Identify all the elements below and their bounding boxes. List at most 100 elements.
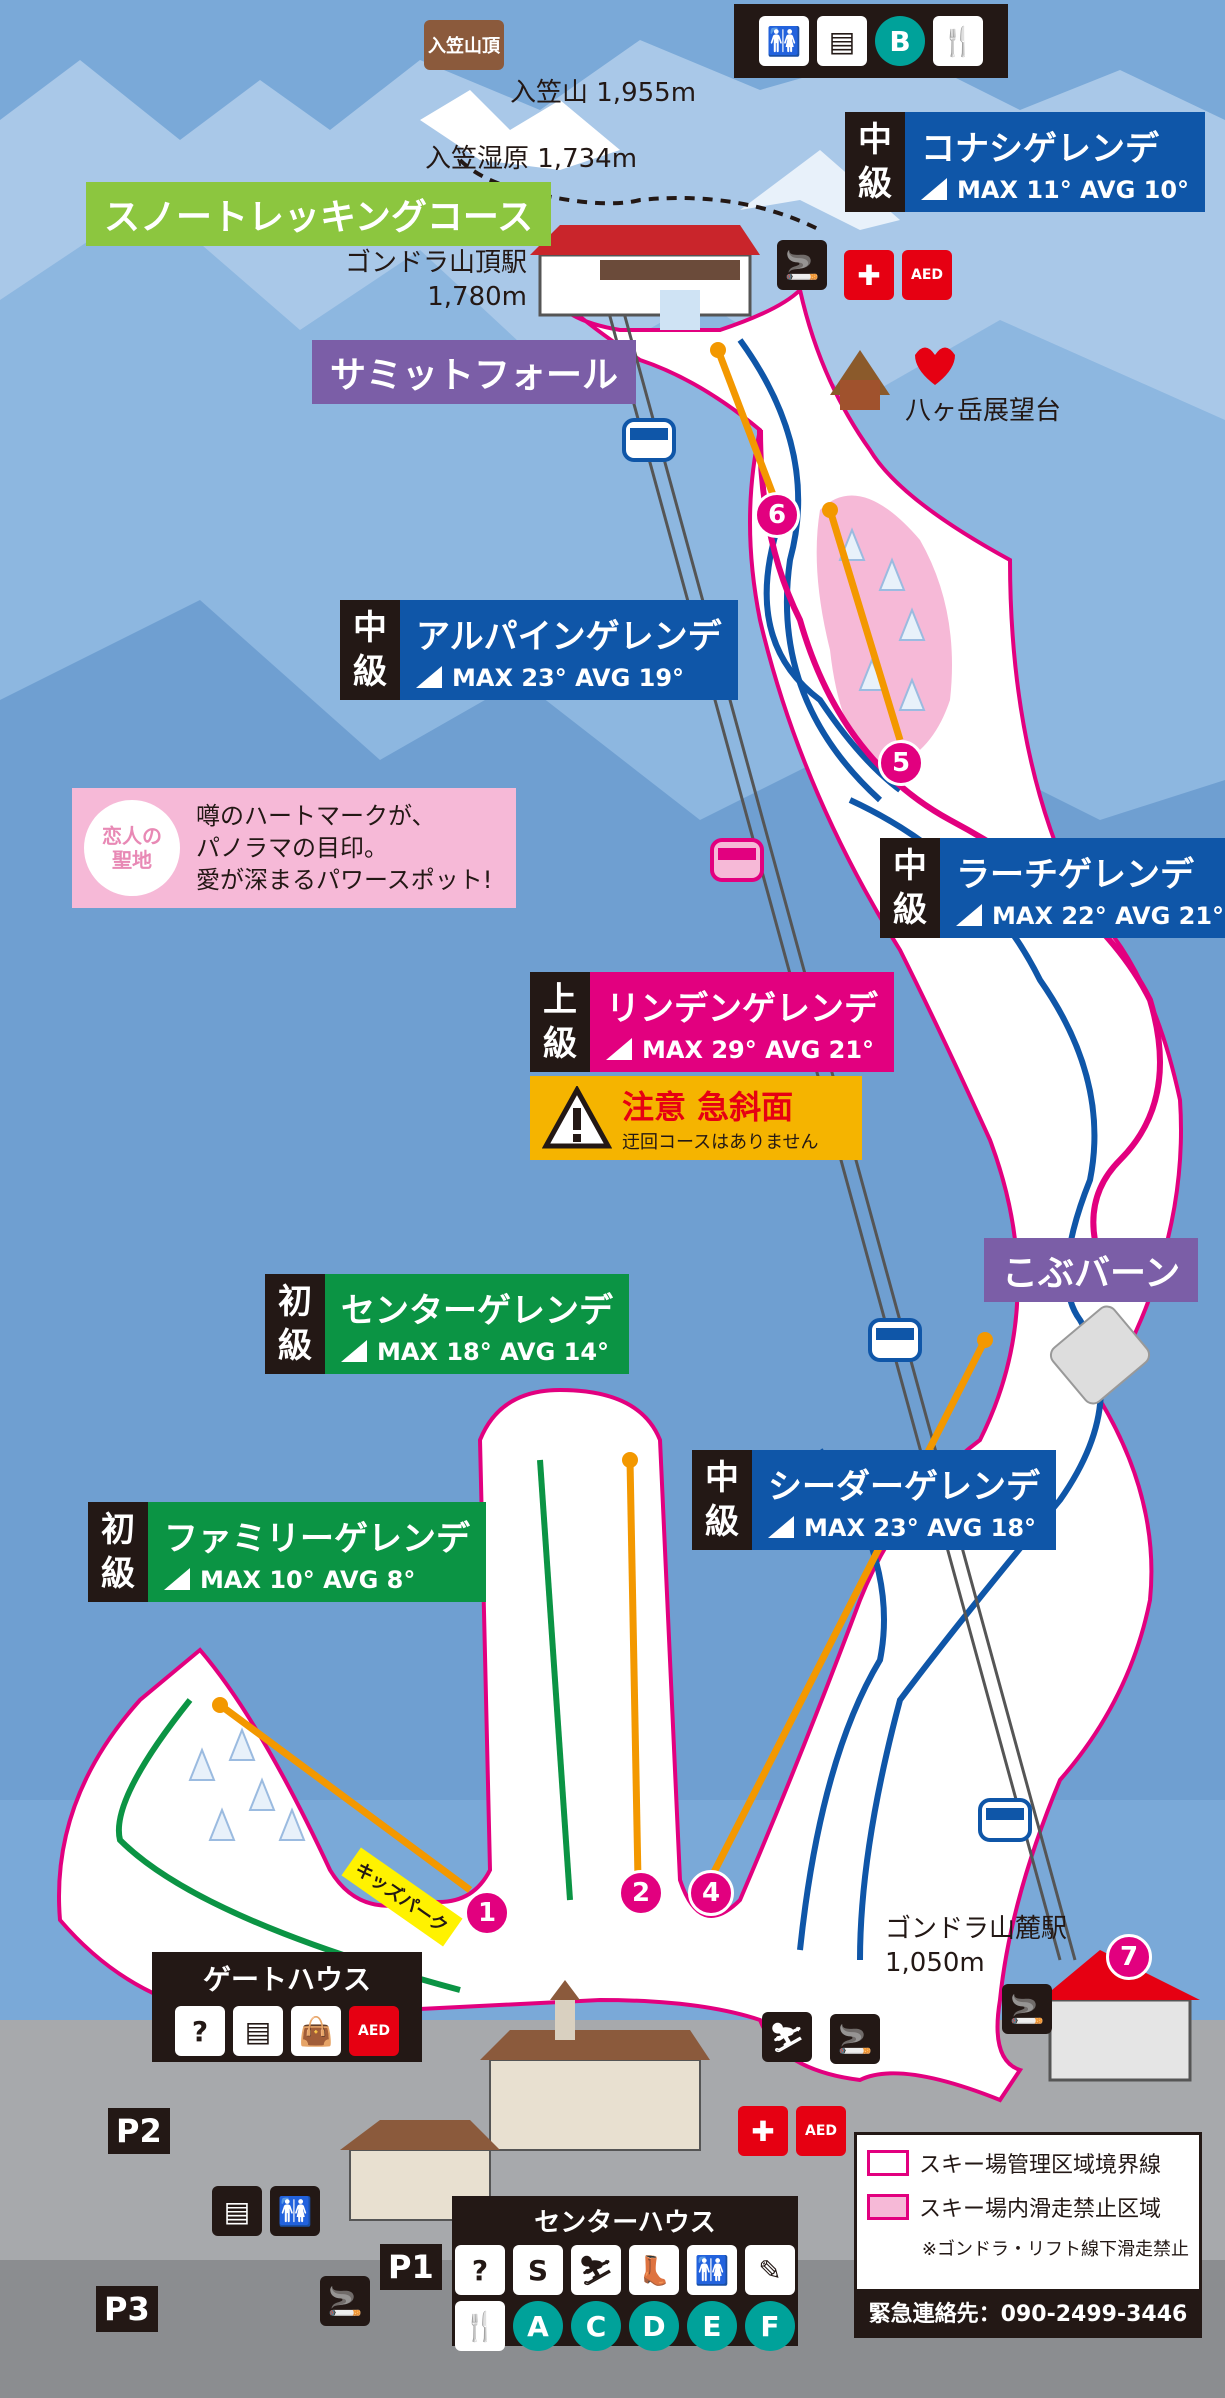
observatory-label: 八ヶ岳展望台 [905,396,1062,426]
legend-note: ※ゴンドラ・リフト線下滑走禁止 [921,2239,1189,2260]
gondola-top-station-name: ゴンドラ山頂駅 [345,248,528,278]
locker-icon: ▤ [817,16,867,66]
smoking-area-icon: 🚬 [777,240,827,290]
boundary-swatch [867,2150,909,2176]
peak-sign: 入笠山頂 [424,20,504,70]
legend-forbidden: スキー場内滑走禁止区域 [919,2197,1162,2222]
summit-fall-label: サミットフォール [312,340,637,404]
lift-number: 5 [878,740,924,786]
course-stats: MAX 10° AVG 8° [164,1566,470,1594]
course-level: 中級 [845,112,905,212]
gondola-top-station [530,225,760,330]
gate-house-title: ゲートハウス [202,1963,371,1996]
shop-c-icon: C [571,2301,621,2351]
shop-e-icon: E [687,2301,737,2351]
restaurant-icon: 🍴 [455,2301,505,2351]
info-icon: ? [175,2006,225,2056]
toilet-icon: 🚻 [687,2245,737,2295]
course-stats: MAX 29° AVG 21° [606,1036,878,1064]
parking-p1: P1 [380,2244,442,2290]
warning-icon [542,1086,612,1149]
bump-burn-label: こぶバーン [984,1238,1199,1302]
locker-icon: ▤ [233,2006,283,2056]
course-alpine: 中級 アルパインゲレンデ MAX 23° AVG 19° [340,600,738,700]
badge-line-1: 恋人の [102,824,162,848]
lift-number: 1 [464,1890,510,1936]
lovers-line-1: 噂のハートマークが、 [196,802,436,830]
trekking-course-label: スノートレッキングコース [86,182,552,246]
center-house-building [480,1980,710,2151]
gate-house-panel: ゲートハウス ? ▤ 👜 AED [152,1952,422,2062]
course-name: アルパインゲレンデ [416,616,722,657]
shop-b-icon: B [875,16,925,66]
boot-icon: 👢 [629,2245,679,2295]
smoking-area-icon: 🚬 [1002,1984,1052,2034]
lift-number: 2 [618,1870,664,1916]
slope-icon [606,1037,632,1060]
mogul-icon [1049,1305,1151,1405]
shop-s-icon: S [513,2245,563,2295]
aed-icon: AED [902,250,952,300]
center-house-title: センターハウス [534,2208,716,2238]
gondola-cabin-icon [622,418,1032,1842]
course-level: 初級 [265,1274,325,1374]
gondola-base-station-elevation: 1,050m [885,1948,985,1978]
course-level: 初級 [88,1502,148,1602]
slope-icon [768,1515,794,1538]
warning-subtitle: 迂回コースはありません [622,1132,819,1153]
lift-number: 7 [1106,1934,1152,1980]
steep-slope-warning: 注意 急斜面 迂回コースはありません [530,1076,862,1160]
restaurant-icon: 🍴 [933,16,983,66]
first-aid-icon: ✚ [844,250,894,300]
ski-school-icon: ⛷ [762,2012,812,2062]
gondola-top-station-elevation: 1,780m [427,282,528,312]
aed-icon: AED [349,2006,399,2056]
skier-icon: ⛷ [571,2245,621,2295]
wetland-elevation-label: 入笠湿原 1,734m [425,144,638,174]
peak-sign-label: 入笠山頂 [428,36,500,57]
smoking-area-icon: 🚬 [830,2014,880,2064]
rental-icon: ✎ [745,2245,795,2295]
slope-icon [341,1339,367,1362]
toilet-icon: 🚻 [759,16,809,66]
shop-d-icon: D [629,2301,679,2351]
course-stats: MAX 23° AVG 19° [416,664,722,692]
course-name: ファミリーゲレンデ [164,1518,470,1559]
slope-icon [416,665,442,688]
shop-f-icon: F [745,2301,795,2351]
course-level: 中級 [692,1450,752,1550]
course-level: 中級 [880,838,940,938]
parking-p2: P2 [108,2108,170,2154]
toilet-icon: 🚻 [270,2186,320,2236]
info-icon: ? [455,2245,505,2295]
forbidden-swatch [867,2194,909,2220]
course-name: ラーチゲレンデ [956,854,1194,895]
slope-icon [921,177,947,200]
course-stats: MAX 22° AVG 21° [956,902,1224,930]
course-name: センターゲレンデ [341,1290,613,1331]
course-name: リンデンゲレンデ [606,988,878,1029]
first-aid-icon: ✚ [738,2106,788,2156]
course-family: 初級 ファミリーゲレンデ MAX 10° AVG 8° [88,1502,486,1602]
course-name: コナシゲレンデ [921,128,1159,169]
gondola-base-station-label: ゴンドラ山麓駅 1,050m [885,1912,1067,1980]
mountain-elevation-label: 入笠山 1,955m [510,78,697,108]
gondola-top-station-label: ゴンドラ山頂駅 1,780m [345,246,527,314]
course-konashi: 中級 コナシゲレンデ MAX 11° AVG 10° [845,112,1206,212]
slope-icon [164,1567,190,1590]
slope-icon [956,903,982,926]
aed-icon: AED [796,2106,846,2156]
course-stats: MAX 11° AVG 10° [921,176,1189,204]
course-stats: MAX 18° AVG 14° [341,1338,613,1366]
lift-number: 6 [754,492,800,538]
course-stats: MAX 23° AVG 18° [768,1514,1040,1542]
course-center: 初級 センターゲレンデ MAX 18° AVG 14° [265,1274,629,1374]
warning-title: 注意 急斜面 [622,1088,794,1126]
lovers-line-2: パノラマの目印。 [196,834,388,862]
top-facility-icons: 🚻 ▤ B 🍴 [734,4,1008,78]
smoking-area-icon: 🚬 [320,2276,370,2326]
course-level: 中級 [340,600,400,700]
gondola-base-station-name: ゴンドラ山麓駅 [885,1914,1068,1944]
lift-number: 4 [688,1870,734,1916]
